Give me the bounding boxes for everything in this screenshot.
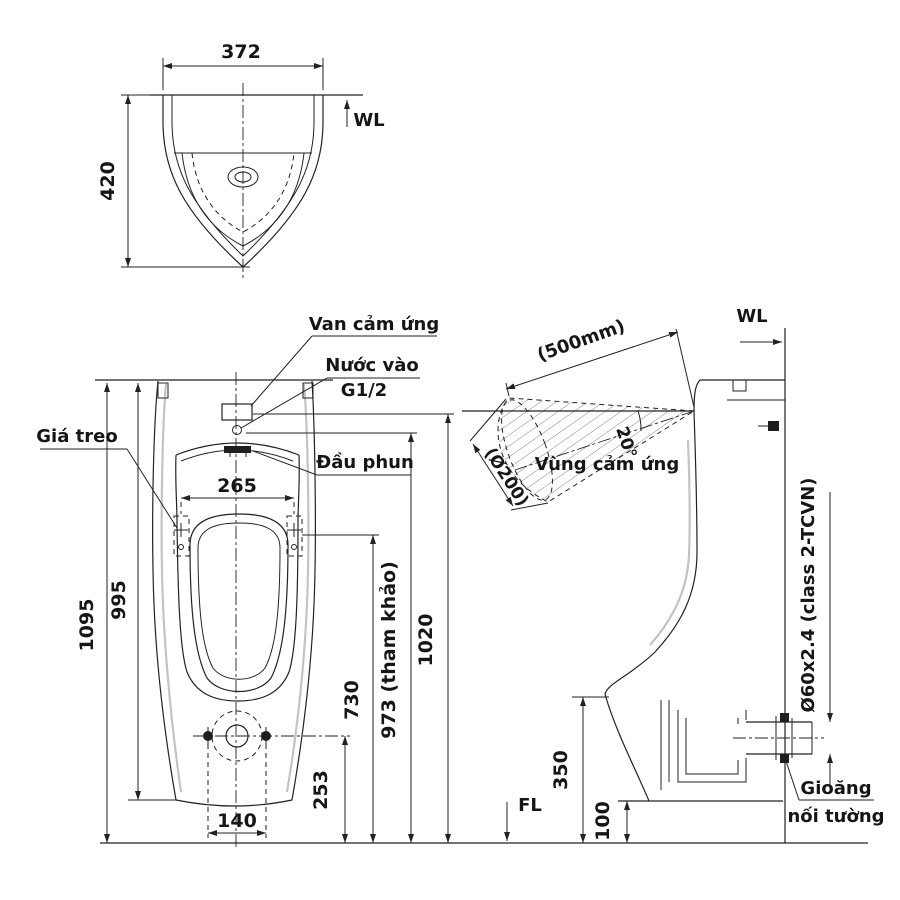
- angle-arc: [637, 410, 642, 432]
- side-lip-notch: [732, 380, 747, 392]
- gasket-bottom: [780, 754, 789, 763]
- water-inlet-label: Nước vào: [325, 355, 418, 376]
- dim-500-ext-right: [675, 328, 695, 408]
- dim-bracket-spacing: 265: [217, 475, 257, 497]
- gasket-top: [780, 713, 789, 722]
- dim-200-ext-top: [469, 398, 507, 442]
- dim-reference-height: 973 (tham khảo): [378, 561, 400, 739]
- callout-spray-head: Đầu phun: [252, 450, 414, 476]
- bracket-label: Giá treo: [36, 426, 117, 447]
- front-view: 265 140 253 1095 995 730 973 (t: [36, 314, 454, 848]
- sensing-cone: 20° (500mm) (Ø200) Vùng cảm ứng: [462, 316, 696, 511]
- front-bowl-outer: [189, 513, 289, 693]
- side-view: WL Ø60x2.4 (class 2-TCVN: [462, 306, 885, 843]
- dim-top-width: 372: [221, 41, 261, 63]
- dim-500-line: [505, 331, 679, 390]
- sensing-zone-label: Vùng cảm ứng: [535, 454, 679, 475]
- bracket-right-bolt: [291, 544, 297, 550]
- callout-gasket: Gioăng nối tường: [785, 760, 885, 827]
- gasket-label-line1: Gioăng: [800, 778, 871, 799]
- bracket-leader: [126, 448, 178, 529]
- front-bowl-inner: [197, 522, 281, 680]
- bracket-right-outline: [286, 515, 303, 557]
- dim-hole-spacing: 140: [217, 810, 257, 832]
- dim-body-height: 995: [108, 580, 130, 620]
- dim-200-line: [472, 443, 514, 507]
- wall-fixing-bolt: [768, 421, 779, 431]
- spray-head-leader: [252, 450, 318, 476]
- front-hanger-tab-right: [302, 382, 314, 399]
- front-opening-outline: [175, 454, 300, 702]
- top-view-basin-inner-curve: [191, 152, 295, 233]
- front-inner-wall-right: [285, 383, 310, 793]
- front-hanger-tab-left: [157, 382, 169, 399]
- spray-head-label: Đầu phun: [316, 452, 414, 473]
- dim-500-ext-left: [505, 382, 510, 397]
- outlet-pipe-spec-label: Ø60x2.4 (class 2-TCVN): [798, 477, 819, 712]
- sensing-cone-hatch: [497, 398, 694, 502]
- dim-200-ext-bottom: [510, 502, 549, 511]
- dim-sensing-range: (500mm): [535, 316, 628, 366]
- sensor-valve-leader: [250, 335, 313, 407]
- outlet-pipe: [733, 713, 824, 763]
- top-view-wl-label: WL: [353, 110, 384, 131]
- gasket-label-line2: nối tường: [787, 806, 884, 827]
- dim-total-height: 1095: [76, 599, 98, 652]
- water-inlet-port: [232, 425, 242, 435]
- water-inlet-size-label: G1/2: [341, 380, 387, 401]
- dim-hole-height: 253: [310, 770, 332, 810]
- trap-inner-outline: [685, 718, 739, 775]
- dim-bracket-height: 730: [341, 680, 363, 720]
- dim-top-depth: 420: [97, 161, 119, 201]
- gasket-leader: [785, 760, 800, 801]
- trap-outline: [677, 710, 747, 783]
- dim-outlet-height: 350: [550, 750, 572, 790]
- bracket-left: [173, 515, 190, 557]
- bracket-left-outline: [173, 515, 190, 557]
- water-inlet-leader: [240, 377, 328, 429]
- side-fl-label: FL: [518, 795, 542, 816]
- side-nose-curve: [693, 379, 701, 413]
- side-front-profile: [604, 411, 698, 802]
- callout-water-inlet: Nước vào G1/2: [240, 355, 420, 429]
- top-view: 372 420 WL: [97, 41, 385, 281]
- front-rim-inner: [180, 449, 294, 462]
- side-wl-label: WL: [736, 306, 767, 327]
- callout-sensor-valve: Van cảm ứng: [250, 314, 440, 407]
- callout-bracket: Giá treo: [36, 426, 178, 529]
- front-body-outline: [152, 380, 316, 807]
- sensing-axis-tilted: [514, 410, 695, 471]
- side-inner-wall: [649, 439, 691, 646]
- sensor-valve-label: Van cảm ứng: [309, 314, 440, 335]
- mount-hole-cluster: [193, 710, 350, 762]
- drain-trap: [660, 700, 747, 790]
- dim-inlet-height: 1020: [415, 614, 437, 667]
- sensor-valve-window: [221, 403, 253, 421]
- front-inner-wall-left: [160, 383, 183, 793]
- bracket-left-bolt: [178, 544, 184, 550]
- dim-base-height: 100: [592, 801, 614, 841]
- bracket-right: [286, 515, 303, 557]
- front-rim-outer: [175, 442, 300, 456]
